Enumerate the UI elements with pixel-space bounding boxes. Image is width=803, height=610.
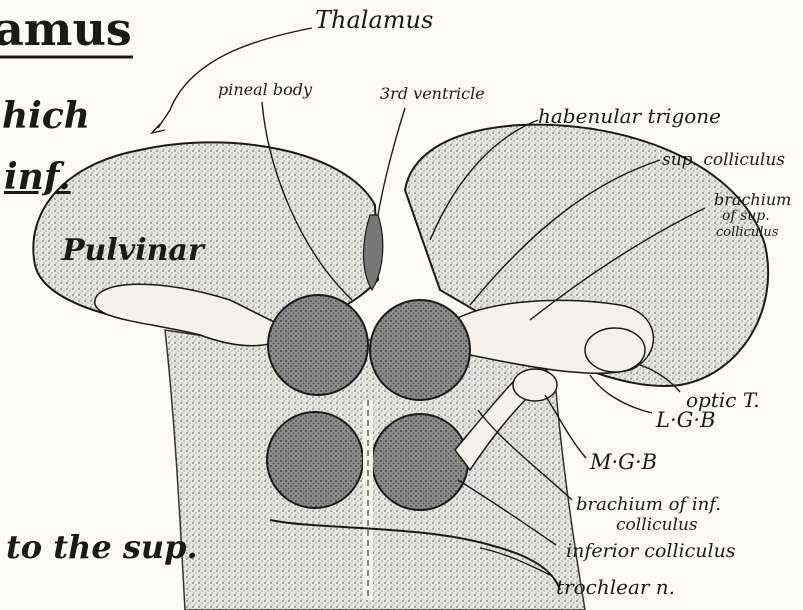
label-thalamus: Thalamus (315, 6, 433, 34)
label-pineal-body: pineal body (218, 80, 312, 99)
left-superior-colliculus (268, 295, 368, 395)
heading-fragment: amus (0, 2, 132, 56)
label-pulvinar: Pulvinar (62, 233, 204, 268)
label-sup-colliculus: sup. colliculus (662, 150, 785, 170)
margin-note-inf: inf. (4, 156, 71, 198)
label-inferior-colliculus: inferior colliculus (566, 540, 736, 562)
lateral-geniculate-body (585, 328, 645, 372)
medial-geniculate-body (513, 369, 557, 401)
left-inferior-colliculus (267, 412, 363, 508)
margin-note-which: hich (2, 95, 90, 137)
right-superior-colliculus (370, 300, 470, 400)
label-brachium-sup-3: colliculus (716, 225, 778, 240)
right-inferior-colliculus (372, 414, 468, 510)
label-brachium-inf-1: brachium of inf. (576, 494, 721, 515)
label-third-ventricle: 3rd ventricle (380, 84, 485, 103)
label-mgb: M·G·B (590, 450, 657, 474)
margin-note-to-the-sup: to the sup. (6, 528, 198, 566)
label-brachium-sup-1: brachium (714, 190, 791, 209)
label-trochlear-nerve: trochlear n. (556, 575, 675, 599)
label-brachium-sup-2: of sup. (722, 208, 770, 224)
label-lgb: L·G·B (656, 408, 716, 432)
label-brachium-inf-2: colliculus (616, 515, 698, 535)
third-ventricle (364, 215, 383, 290)
label-habenular-trigone: habenular trigone (538, 104, 721, 128)
